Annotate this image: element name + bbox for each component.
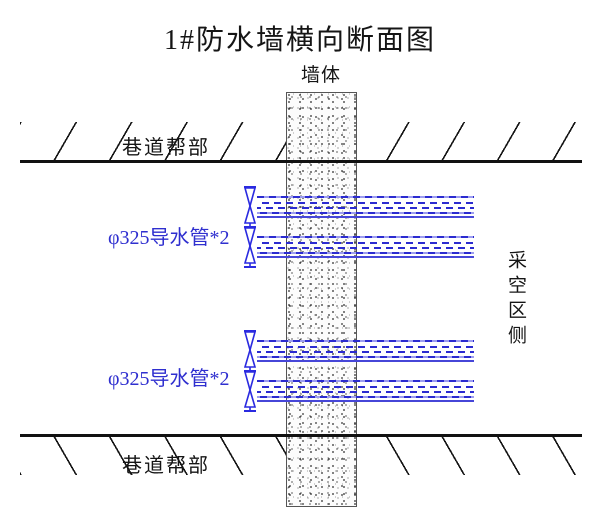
water-pipe-4 — [257, 380, 474, 402]
valve-icon — [243, 226, 257, 268]
pipe-group-label-lower: φ325导水管*2 — [108, 368, 230, 390]
roadway-bottom-line — [20, 434, 582, 437]
pipe-group-label-upper: φ325导水管*2 — [108, 227, 230, 249]
wall-column — [286, 92, 357, 507]
valve-icon — [243, 370, 257, 412]
roadway-top-line — [20, 160, 582, 163]
water-pipe-2 — [257, 236, 474, 258]
diagram-title: 1#防水墙横向断面图 — [163, 25, 436, 56]
wall-label: 墙体 — [300, 65, 341, 86]
water-pipe-1 — [257, 196, 474, 218]
water-pipe-3 — [257, 340, 474, 362]
roadway-label-top: 巷道帮部 — [122, 137, 210, 159]
roadway-label-bottom: 巷道帮部 — [122, 455, 210, 477]
goaf-side-label: 采空区侧 — [505, 250, 526, 350]
